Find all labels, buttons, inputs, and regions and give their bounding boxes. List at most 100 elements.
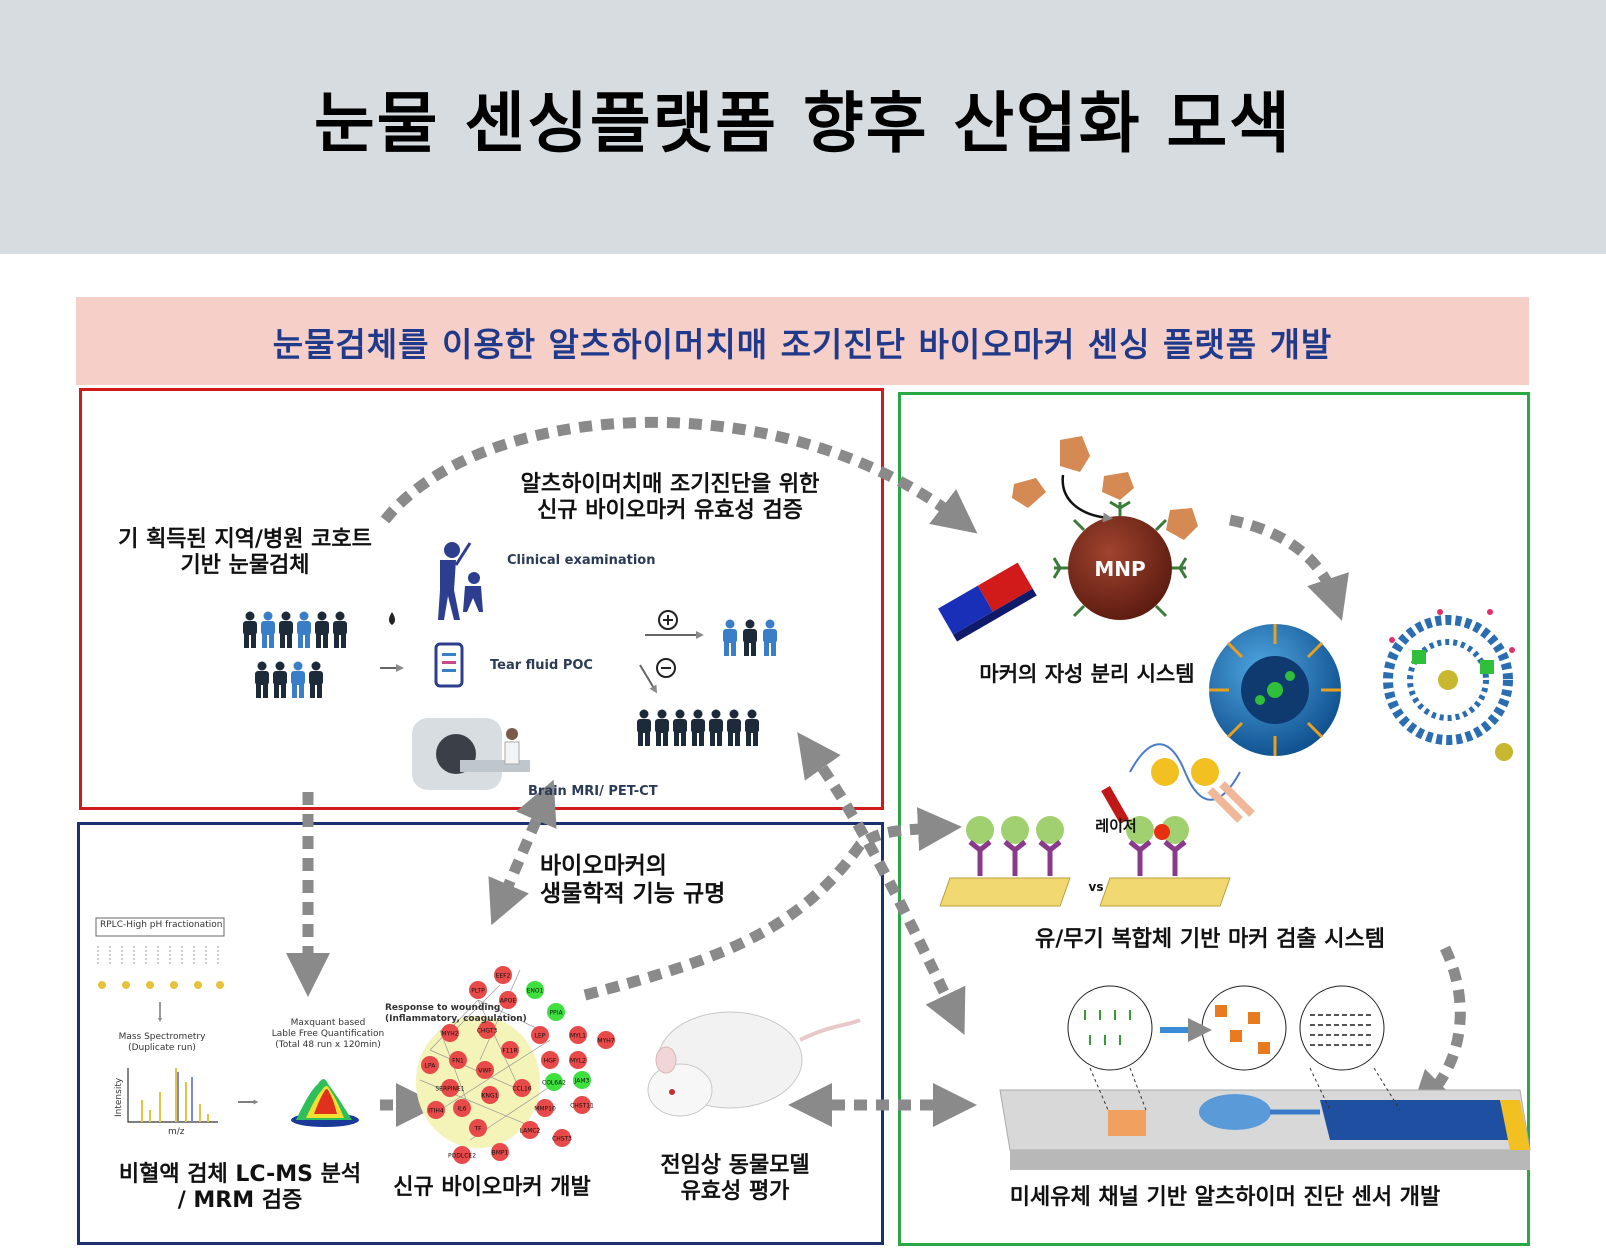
lcms-label-line2: / MRM 검증 xyxy=(177,1188,303,1214)
network-node-red xyxy=(494,966,512,984)
arrow-cohort-to-magnetic xyxy=(380,416,978,534)
vs-label: vs xyxy=(1088,880,1104,894)
detection-chip-icon xyxy=(939,743,1255,907)
network-node-red xyxy=(501,1041,519,1059)
network-node-red xyxy=(536,1099,554,1117)
network-node-red-label: BMP1 xyxy=(492,1150,509,1157)
network-node-red xyxy=(513,1079,531,1097)
network-title-line1: Response to wounding xyxy=(385,1003,501,1013)
validation-label-line1: 알츠하이머치매 조기진단을 위한 xyxy=(520,472,820,497)
hybrid-detection-label: 유/무기 복합체 기반 마커 검출 시스템 xyxy=(1035,927,1385,952)
network-title: Response to wounding (Inflammatory, coag… xyxy=(385,1003,527,1025)
network-node-red-label: VWF xyxy=(478,1068,492,1075)
network-node-red xyxy=(541,1051,559,1069)
mass-spec-label: Mass Spectrometry (Duplicate run) xyxy=(112,1032,212,1054)
microfluidic-sensor-label: 미세유체 채널 기반 알츠하이머 진단 센서 개발 xyxy=(1009,1185,1441,1210)
network-node-red-label: PODLCE2 xyxy=(448,1153,476,1160)
network-node-red-label: CHST11 xyxy=(570,1103,594,1110)
mass-spectrum-icon xyxy=(127,1068,218,1123)
network-node-green xyxy=(547,1003,565,1021)
maxquant-label: Maxquant based Lable Free Quantification… xyxy=(268,1018,388,1050)
positive-group-icon xyxy=(723,619,777,656)
network-node-green xyxy=(573,1071,591,1089)
tear-poc-label: Tear fluid POC xyxy=(490,658,593,673)
mnp-particle-icon xyxy=(1052,500,1188,620)
network-node-red-label: PLTP xyxy=(471,988,485,995)
network-title-line2: (Inflammatory, coagulation) xyxy=(385,1013,527,1024)
network-node-green-label: JAM3 xyxy=(574,1078,590,1085)
lfq-peak-icon xyxy=(291,1079,359,1127)
mnp-label: MNP xyxy=(1094,557,1146,581)
tear-drop-icon xyxy=(389,612,395,625)
rat-icon xyxy=(647,1011,861,1117)
fractionation-lines xyxy=(97,946,219,966)
marker-fragments-icon xyxy=(1012,436,1198,540)
network-node-red-label: MYH7 xyxy=(597,1038,614,1045)
negative-group-icon xyxy=(637,709,759,746)
network-node-red-label: TF xyxy=(473,1126,482,1133)
magnet-icon xyxy=(938,562,1037,642)
arrow-biomarker-function xyxy=(488,779,557,926)
network-node-green xyxy=(526,981,544,999)
animal-label-line1: 전임상 동물모델 xyxy=(660,1153,810,1178)
new-biomarker-label: 신규 바이오마커 개발 xyxy=(393,1175,591,1200)
cohort-label: 기 획득된 지역/병원 코호트 기반 눈물검체 xyxy=(90,527,400,580)
network-node-green xyxy=(545,1073,563,1091)
sample-vials-icon xyxy=(98,981,224,989)
network-node-red-label: EEF2 xyxy=(496,973,511,980)
network-node-red-label: ITIH4 xyxy=(428,1108,444,1115)
cohort-label-line2: 기반 눈물검체 xyxy=(180,553,310,579)
maxquant-line3: (Total 48 run x 120min) xyxy=(275,1039,381,1050)
network-node-red-label: F11R xyxy=(502,1048,517,1055)
animal-label-line2: 유효성 평가 xyxy=(680,1179,790,1205)
magnetic-separation-label: 마커의 자성 분리 시스템 xyxy=(979,662,1195,686)
microfluidic-chip-icon xyxy=(999,985,1531,1170)
network-node-red xyxy=(573,1096,591,1114)
network-node-red xyxy=(531,1026,549,1044)
arrow-hybrid-to-microfluidic xyxy=(1409,945,1466,1116)
network-node-red xyxy=(453,1146,471,1164)
page-title: 눈물 센싱플랫폼 향후 산업화 모색 xyxy=(314,85,1292,162)
network-node-red-label: MYL1 xyxy=(570,1033,586,1040)
network-node-red-label: KNG1 xyxy=(482,1093,499,1100)
function-label: 바이오마커의 생물학적 기능 규명 xyxy=(540,853,780,908)
network-node-red xyxy=(441,1024,459,1042)
network-node-red-label: HGF xyxy=(544,1058,557,1065)
network-node-red-label: LPA xyxy=(425,1063,437,1070)
intensity-axis-label: Intensity xyxy=(114,1077,125,1117)
network-node-red xyxy=(478,1021,496,1039)
mri-scanner-icon xyxy=(412,718,530,790)
network-node-red xyxy=(481,1086,499,1104)
network-node-red-label: CHGT3 xyxy=(477,1028,498,1035)
arrow-validation-to-microfluidic xyxy=(797,732,966,1035)
network-node-red-label: LEP xyxy=(535,1033,546,1040)
network-node-red xyxy=(453,1099,471,1117)
network-node-red-label: FN1 xyxy=(452,1058,464,1065)
banner-text: 눈물검체를 이용한 알츠하이머치매 조기진단 바이오마커 센싱 플랫폼 개발 xyxy=(272,325,1333,364)
network-node-red xyxy=(469,981,487,999)
clinical-exam-label: Clinical examination xyxy=(507,553,656,568)
network-node-red-label: CHST3 xyxy=(552,1136,572,1143)
animal-model-label: 전임상 동물모델 유효성 평가 xyxy=(635,1153,835,1206)
mass-spec-line2: (Duplicate run) xyxy=(128,1042,196,1053)
arrow-mnp-to-micelle xyxy=(1228,514,1349,621)
network-node-red-label: MYL2 xyxy=(570,1058,586,1065)
network-node-red xyxy=(441,1079,459,1097)
banner xyxy=(76,297,1529,385)
rplc-label: RPLC-High pH fractionation xyxy=(100,920,223,930)
network-node-red xyxy=(469,1119,487,1137)
maxquant-line2: Lable Free Quantification xyxy=(271,1028,385,1039)
network-node-red-label: SERPINE1 xyxy=(435,1086,464,1093)
lcms-label-line1: 비혈액 검체 LC-MS 분석 xyxy=(118,1162,362,1187)
cohort-label-line1: 기 획득된 지역/병원 코호트 xyxy=(118,527,372,552)
validation-label: 알츠하이머치매 조기진단을 위한 신규 바이오마커 유효성 검증 xyxy=(480,472,860,525)
network-node-red xyxy=(476,1061,494,1079)
micelle-sphere-right-icon xyxy=(1383,609,1515,761)
network-node-red xyxy=(553,1129,571,1147)
mass-spec-line1: Mass Spectrometry xyxy=(118,1032,206,1042)
network-node-red-label: MYH2 xyxy=(441,1031,458,1038)
mz-axis-label: m/z xyxy=(168,1127,185,1137)
laser-label: 레이저 xyxy=(1095,817,1137,835)
clinical-validation-panel xyxy=(79,388,884,810)
